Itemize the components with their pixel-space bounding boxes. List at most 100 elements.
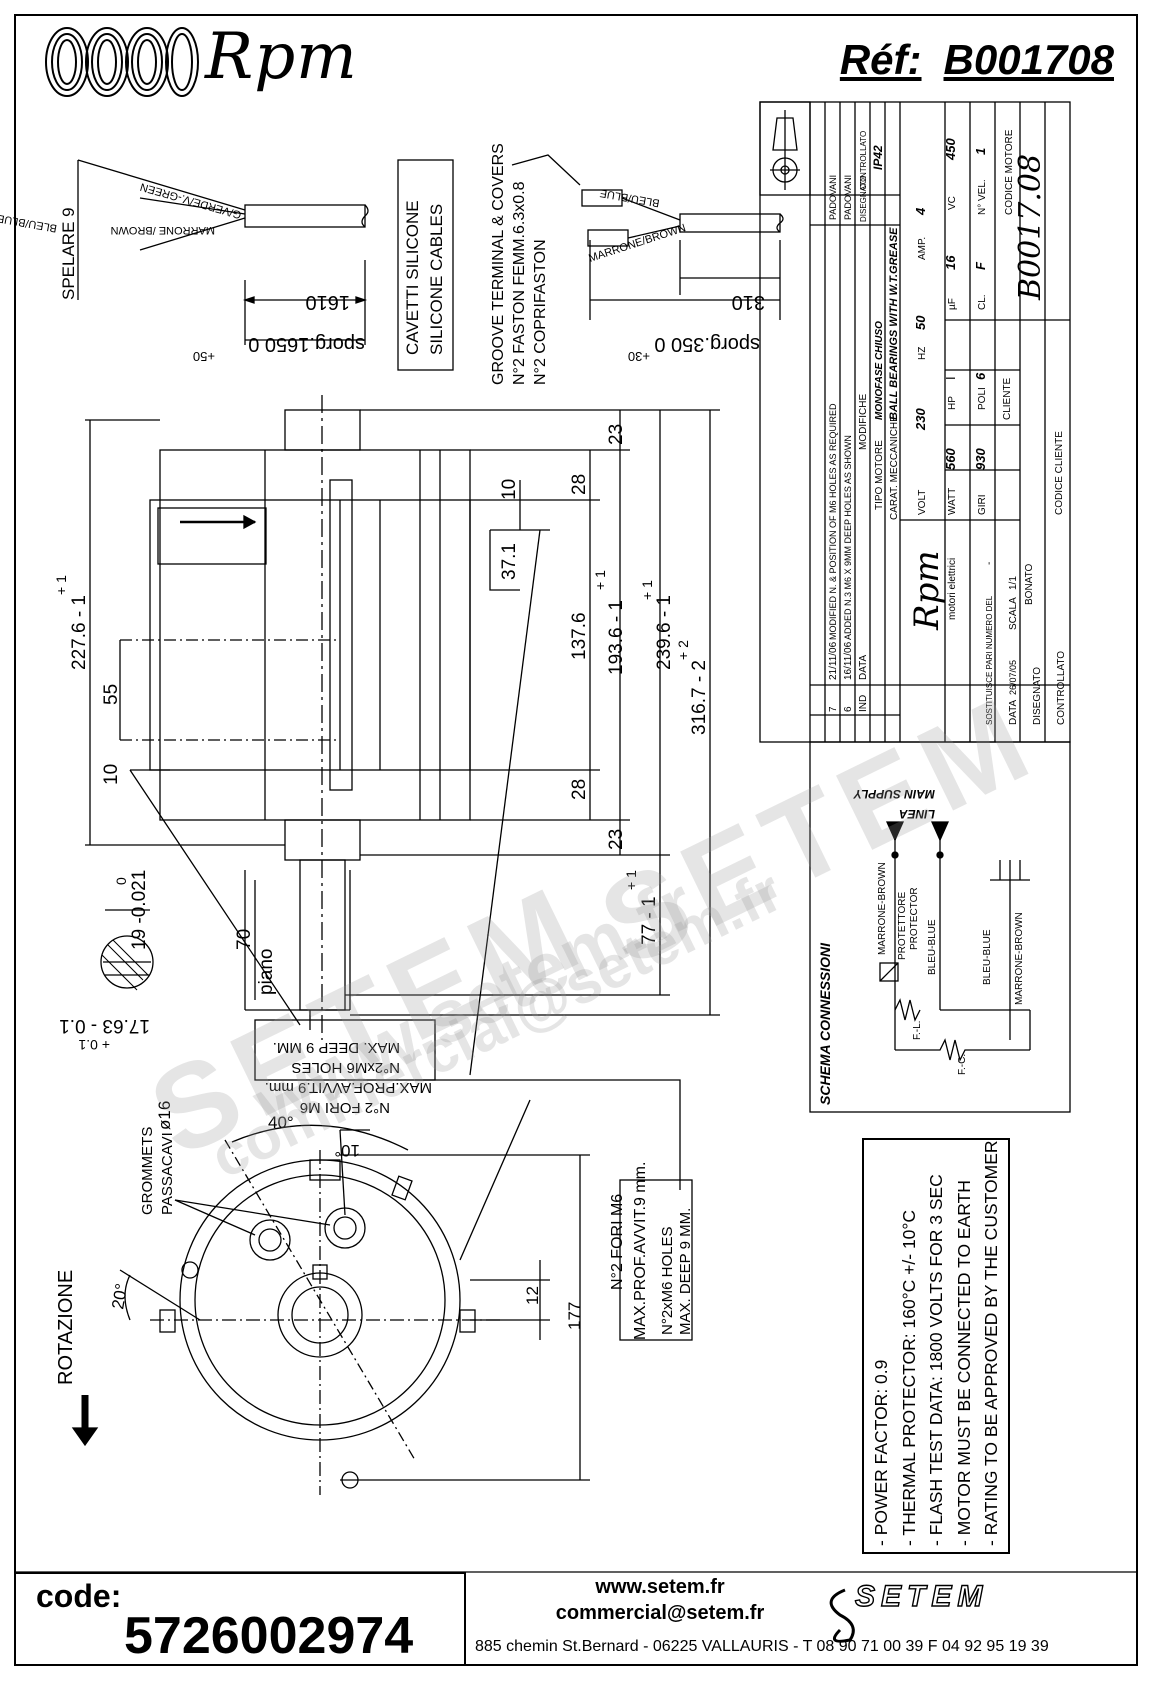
footer-email-link[interactable]: commercial@setem.fr — [555, 1602, 765, 1624]
shaft-section — [100, 935, 154, 991]
rev-7-date: 21/11/06 — [828, 641, 839, 680]
code-label: code: — [36, 1578, 122, 1614]
schema-bleu-blue-2: BLEU-BLUE — [982, 929, 993, 985]
schema-marrone-brown-2: MARRONE-BROWN — [1014, 912, 1025, 1005]
tipo-motore-label: TIPO MOTORE — [874, 440, 885, 510]
giri: 930 — [973, 448, 988, 470]
dim-77: 77 - 1 — [639, 896, 660, 945]
ind-label: IND — [858, 695, 869, 712]
setem-logo: SETEM — [854, 1579, 989, 1613]
right-cable-sporg-tol: +30 — [628, 349, 650, 364]
motor-side-view — [120, 395, 471, 1040]
vc: 450 — [943, 138, 958, 161]
cable-type-2: SILICONE CABLES — [427, 204, 446, 355]
note-power-factor: - POWER FACTOR: 0.9 — [871, 1359, 891, 1546]
rev-6-by: PADOVANI — [843, 175, 853, 220]
dim-23-bottom: 23 — [606, 829, 627, 850]
groove-text-1: GROOVE TERMINAL & COVERS — [490, 143, 507, 385]
note-earth: - MOTOR MUST BE CONNECTED TO EARTH — [953, 1180, 974, 1546]
dim-193-tol: + 1 — [592, 570, 608, 590]
dim-239: 239.6 - 1 — [654, 595, 675, 670]
sostituisce: - — [984, 562, 995, 565]
amp: 4 — [913, 207, 928, 216]
rev-6-mod: ADDED N.3 M6 X 9MM DEEP HOLES AS SHOWN — [843, 435, 853, 640]
cliente-label: CLIENTE — [1002, 377, 1013, 420]
codice-motore: B0017.08 — [1013, 154, 1048, 301]
dim-177: 177 — [565, 1302, 584, 1330]
data2-label: DATA — [1008, 699, 1019, 725]
vc-label: VC — [947, 196, 958, 210]
reference-number: Réf:B001708 — [840, 36, 1114, 84]
dim-23-top: 23 — [606, 424, 627, 445]
brand-name: Rpm — [205, 20, 358, 94]
tipo-motore: MONOFASE CHIUSO — [874, 321, 885, 420]
cl: F — [973, 261, 988, 270]
dim-19: 19 -0.021 — [129, 870, 150, 950]
notes-box: - POWER FACTOR: 0.9 - THERMAL PROTECTOR:… — [862, 1138, 1010, 1554]
rpm-coil-logo — [45, 27, 199, 97]
linea-label: LINEA — [899, 807, 935, 821]
disegnato2-label: DISEGNATO — [1032, 667, 1043, 725]
groove-text-2: N°2 FASTON FEMM.6.3x0.8 — [511, 181, 528, 385]
dim-28-bottom: 28 — [569, 779, 590, 800]
rev-7-ind: 7 — [828, 706, 839, 712]
dim-70: 70 — [234, 929, 255, 950]
watt-label: WATT — [947, 488, 958, 515]
schema-fc: F.-C. — [957, 1054, 968, 1075]
rotation-arrow-icon — [71, 1395, 99, 1447]
right-cable-detail — [511, 154, 784, 320]
dim-137: 137.6 — [569, 612, 590, 660]
right-wire-brown: MARRONE/BROWN — [587, 222, 687, 265]
hp-label: HP — [947, 396, 958, 410]
dim-17-tol: + 0.1 — [78, 1037, 110, 1053]
disegnato-label: DISEGNATO — [859, 176, 868, 222]
protettore-label: PROTETTORE — [897, 892, 908, 960]
data-label: DATA — [858, 654, 869, 680]
schema-title: SCHEMA CONNESSIONI — [817, 942, 833, 1105]
nvel-label: N° VEL. — [977, 179, 988, 215]
rotazione-label: ROTAZIONE — [55, 1270, 77, 1385]
rev-6-date: 16/11/06 — [843, 641, 854, 680]
carat: BALL BEARINGS WITH W.T.GREASE — [888, 227, 900, 420]
rev-7-by: PADOVANI — [828, 175, 838, 220]
volt: 230 — [913, 408, 928, 431]
passacavi-label: PASSACAVI — [159, 1132, 176, 1215]
left-cable-detail — [77, 159, 454, 371]
holes-right-1: N°2 FORI M6 — [609, 1194, 626, 1290]
drawing-sheet — [14, 14, 1138, 1666]
dim-10-left: 10 — [101, 764, 122, 785]
volt-label: VOLT — [917, 490, 928, 515]
schema-bleu-blue-1: BLEU-BLUE — [927, 919, 938, 975]
codice-motore-label: CODICE MOTORE — [1004, 129, 1015, 215]
dim-193: 193.6 - 1 — [606, 600, 627, 675]
ref-value: B001708 — [943, 36, 1114, 83]
holes-right-4: MAX. DEEP 9 MM. — [677, 1208, 694, 1335]
spelare-label: SPELARE 9 — [59, 207, 78, 300]
uf-label: µF — [947, 298, 958, 310]
connection-schema — [809, 741, 1071, 1113]
title-block — [759, 101, 1071, 743]
schema-marrone-brown: MARRONE-BROWN — [877, 862, 888, 955]
holes-top-2: MAX.PROF.AVVIT.9 mm. — [265, 1079, 432, 1096]
dim-19-tol: 0 — [113, 877, 129, 885]
nvel: 1 — [973, 148, 988, 155]
codice-cliente-label: CODICE CLIENTE — [1054, 431, 1065, 515]
code-value: 5726002974 — [124, 1607, 414, 1665]
schema-fl: F.-L. — [912, 1021, 923, 1040]
controllato2-label: CONTROLLATO — [1056, 651, 1067, 725]
holes-note-top — [254, 1019, 436, 1081]
dim-77-tol: + 1 — [623, 870, 639, 890]
hz-label: HZ — [917, 347, 928, 360]
note-thermal-protector: - THERMAL PROTECTOR: 160°C +/- 10°C — [898, 1209, 919, 1546]
cl-label: CL. — [977, 294, 988, 310]
dim-227-tol: + 1 — [53, 575, 69, 595]
grommets-label: GROMMETS — [139, 1127, 156, 1215]
disegnato2: BONATO — [1024, 563, 1035, 605]
footer-address: 885 chemin St.Bernard - 06225 VALLAURIS … — [475, 1638, 1049, 1655]
uf: 16 — [943, 255, 958, 270]
footer-website-link[interactable]: www.setem.fr — [595, 1576, 725, 1598]
side-dimension-lines — [85, 409, 720, 1076]
right-cable-sporg: sporg.350 0 — [654, 333, 760, 355]
dim-20deg: 20° — [108, 1282, 131, 1311]
dim-55: 55 — [101, 684, 122, 705]
